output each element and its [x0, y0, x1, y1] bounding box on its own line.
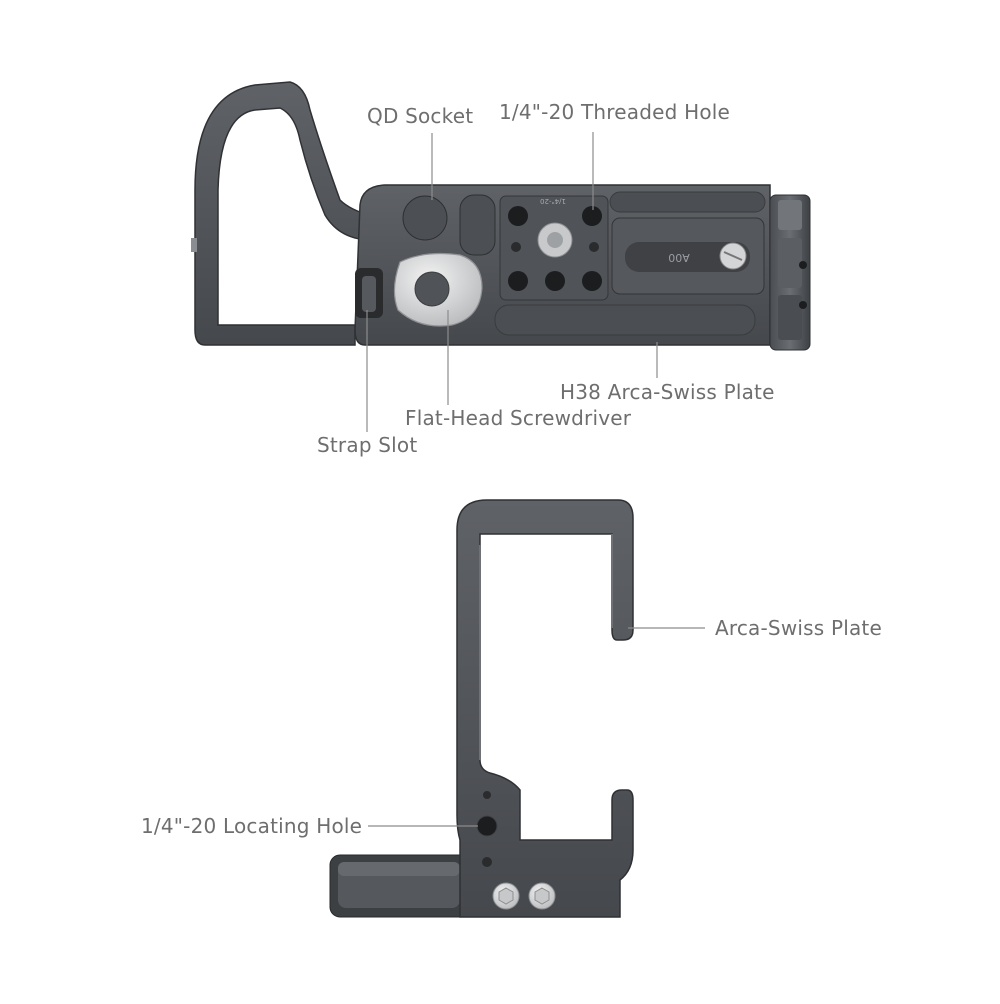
locating-hole [476, 815, 498, 837]
arca-slot-lower [494, 304, 756, 336]
top-bracket: A00 1/4"-20 [191, 81, 811, 432]
clamp-slot [625, 242, 750, 272]
callout-locating-hole: 1/4"-20 Locating Hole [141, 814, 363, 838]
callout-strap-slot: Strap Slot [317, 433, 418, 457]
screw-pocket [459, 194, 496, 256]
qd-socket [402, 195, 448, 241]
threaded-hole-module: 1/4"-20 [499, 195, 609, 301]
hook-arm [456, 499, 634, 918]
callout-screwdriver: Flat-Head Screwdriver [405, 406, 632, 430]
base-bolts [492, 882, 556, 910]
side-block [769, 194, 811, 351]
screwdriver-ring [393, 252, 483, 327]
frame-notch [191, 238, 197, 252]
arca-slot-upper [609, 191, 766, 213]
hole-mark: 1/4"-20 [540, 197, 566, 205]
callout-qd-socket: QD Socket [367, 104, 474, 128]
plate-code: A00 [668, 251, 690, 264]
callout-h38-arca-plate: H38 Arca-Swiss Plate [560, 380, 775, 404]
bottom-leaders [368, 627, 705, 827]
callout-threaded-hole: 1/4"-20 Threaded Hole [499, 100, 731, 124]
grip-frame [194, 81, 373, 346]
top-leaders [366, 132, 658, 432]
callout-arca-plate: Arca-Swiss Plate [715, 616, 882, 640]
bottom-bracket [329, 499, 705, 918]
